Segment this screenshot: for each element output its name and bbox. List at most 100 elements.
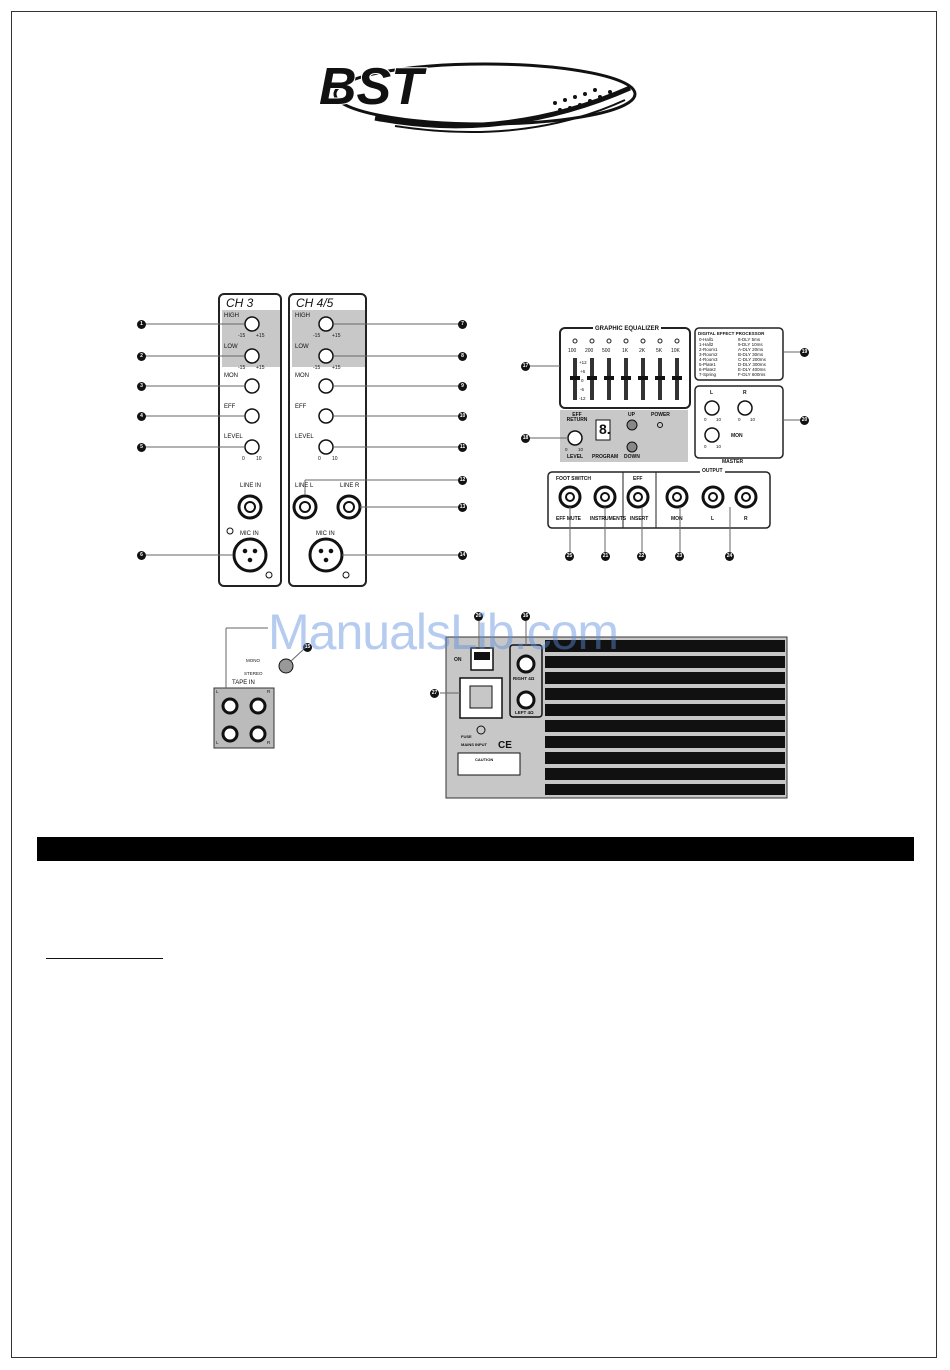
mains-input-label: MAINS INPUT <box>461 742 487 747</box>
channel-strip-ch45: CH 4/5 <box>288 293 367 587</box>
up-label: UP <box>628 412 635 418</box>
level-scale-min: 0 <box>318 456 321 462</box>
callout-24: 24 <box>725 552 734 561</box>
foot-switch-label: FOOT SWITCH <box>556 476 591 482</box>
eq-band: 200 <box>585 348 594 354</box>
channel-title: CH 4/5 <box>296 296 334 310</box>
master-r-label: R <box>743 390 747 396</box>
eq-scale: +6 <box>580 369 586 374</box>
label-level: LEVEL <box>295 434 314 440</box>
eq-scale: +12 <box>579 360 587 365</box>
label-line-in: LINE IN <box>240 483 262 489</box>
eq-scale-max: +15 <box>256 365 265 371</box>
callout-19: 19 <box>800 348 809 357</box>
scale-max: 10 <box>716 444 722 449</box>
callout-12: 12 <box>458 476 467 485</box>
callout-26: 26 <box>474 612 483 621</box>
callout-7: 7 <box>458 320 467 329</box>
callout-27: 27 <box>430 689 439 698</box>
master-l-label: L <box>710 390 714 396</box>
eq-band: 2K <box>639 348 646 354</box>
callout-16: 16 <box>521 612 530 621</box>
scale-max: 10 <box>750 417 756 422</box>
callout-11: 11 <box>458 443 467 452</box>
eq-band: 500 <box>602 348 611 354</box>
scale-min: 0 <box>565 447 568 452</box>
eq-scale-min: -15 <box>313 333 321 339</box>
power-label: POWER <box>651 412 670 418</box>
channel-title: CH 3 <box>226 296 254 310</box>
label-high: HIGH <box>224 313 239 319</box>
callout-3: 3 <box>137 382 146 391</box>
left-output-label: LEFT 4Ω <box>515 710 534 715</box>
callout-6: 6 <box>137 551 146 560</box>
label-mic-in: MIC IN <box>316 531 335 537</box>
out-r-label: R <box>744 516 748 522</box>
eff-mute-label: EFF MUTE <box>556 516 581 522</box>
callout-9: 9 <box>458 382 467 391</box>
down-label: DOWN <box>624 454 640 460</box>
eff-return-label: EFF RETURN <box>566 412 588 423</box>
jack-r-label: R <box>267 689 271 694</box>
callout-20: 20 <box>800 416 809 425</box>
level-label: LEVEL <box>567 454 584 460</box>
callout-15: 15 <box>303 643 312 652</box>
fuse-label: FUSE <box>461 734 472 739</box>
callout-25: 25 <box>565 552 574 561</box>
scale-min: 0 <box>704 444 707 449</box>
callout-5: 5 <box>137 443 146 452</box>
eq-band: 1K <box>622 348 629 354</box>
eq-scale-max: +15 <box>256 333 265 339</box>
eq-scale: -6 <box>580 387 585 392</box>
page-border <box>11 11 937 1358</box>
program-label: PROGRAM <box>592 454 619 460</box>
caution-text: CAUTION <box>475 757 494 762</box>
scale-max: 10 <box>716 417 722 422</box>
scale-min: 0 <box>738 417 741 422</box>
master-label: MASTER <box>722 459 744 465</box>
mono-label: MONO <box>246 658 260 663</box>
label-eff: EFF <box>224 404 236 410</box>
insert-label: INSERT <box>630 516 649 522</box>
dsp-title: DIGITAL EFFECT PROCESSOR <box>698 331 765 336</box>
eff-label: EFF <box>633 476 643 482</box>
logo-text: BST <box>319 58 427 116</box>
program-digit: 8. <box>599 421 611 437</box>
callout-22: 22 <box>637 552 646 561</box>
label-low: LOW <box>295 344 309 350</box>
eq-band: 5K <box>656 348 663 354</box>
callout-14: 14 <box>458 551 467 560</box>
label-mon: MON <box>295 373 309 379</box>
right-output-label: RIGHT 4Ω <box>513 676 535 681</box>
level-scale-max: 10 <box>256 456 262 462</box>
callout-8: 8 <box>458 352 467 361</box>
callout-21: 21 <box>601 552 610 561</box>
label-low: LOW <box>224 344 238 350</box>
channel-strip-ch3: CH 3 <box>218 293 282 587</box>
tape-in-label: TAPE IN <box>232 680 255 686</box>
callout-18: 18 <box>521 434 530 443</box>
level-scale-max: 10 <box>332 456 338 462</box>
label-mic-in: MIC IN <box>240 531 259 537</box>
label-line-r: LINE R <box>340 483 360 489</box>
jack-l-label: L <box>216 740 219 745</box>
stereo-label: STEREO <box>244 671 263 676</box>
graphic-eq-title: GRAPHIC EQUALIZER <box>593 326 662 332</box>
label-high: HIGH <box>295 313 310 319</box>
output-label: OUTPUT <box>700 468 725 474</box>
scale-max: 10 <box>578 447 584 452</box>
master-mon-label: MON <box>731 433 743 439</box>
eq-scale-min: -15 <box>238 365 246 371</box>
eq-scale: 0 <box>581 378 584 383</box>
callout-1: 1 <box>137 320 146 329</box>
watermark: ManualsLib.com <box>268 604 619 660</box>
label-level: LEVEL <box>224 434 243 440</box>
eq-band: 100 <box>568 348 577 354</box>
eq-scale-max: +15 <box>332 333 341 339</box>
callout-17: 17 <box>521 362 530 371</box>
level-scale-min: 0 <box>242 456 245 462</box>
eq-scale-min: -15 <box>313 365 321 371</box>
heading-underline <box>46 958 163 959</box>
ce-mark: CE <box>498 740 512 751</box>
